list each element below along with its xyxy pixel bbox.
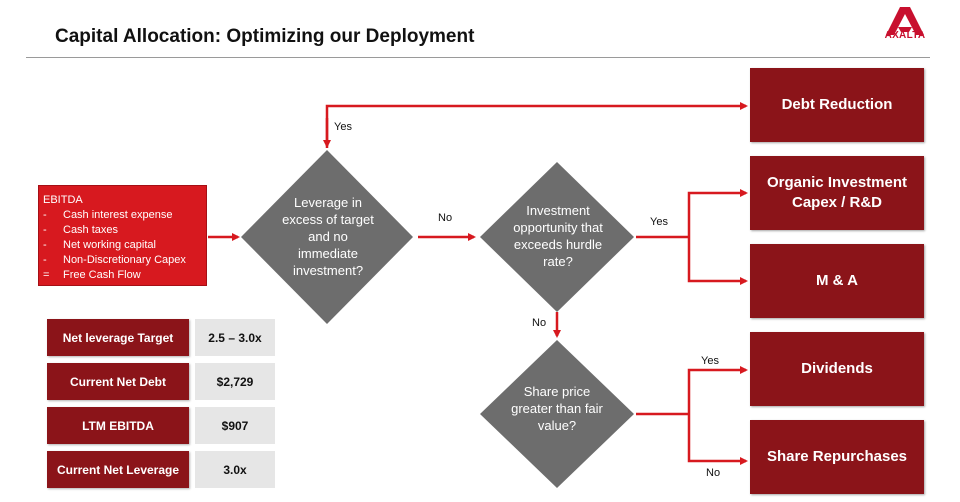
metric-value: $907: [195, 407, 275, 444]
share-no-label: No: [706, 467, 721, 479]
arrow-to-repurchases: [687, 414, 748, 465]
connector-yes-to-debt: [325, 102, 748, 148]
debt-reduction-box: Debt Reduction: [750, 68, 924, 142]
metric-label: Net leverage Target: [47, 319, 189, 356]
metric-value: $2,729: [195, 363, 275, 400]
metric-value: 3.0x: [195, 451, 275, 488]
ebitda-item: -Net working capital: [43, 239, 156, 251]
arrow-to-organic: [687, 189, 748, 237]
ebitda-item: -Cash interest expense: [43, 209, 173, 221]
metric-row: Net leverage Target 2.5 – 3.0x: [47, 319, 275, 356]
axalta-logo-icon: [886, 7, 924, 35]
ebitda-item: =Free Cash Flow: [43, 269, 141, 281]
metric-value: 2.5 – 3.0x: [195, 319, 275, 356]
metric-label: LTM EBITDA: [47, 407, 189, 444]
share-price-question: Share price greater than fair value?: [511, 384, 603, 433]
ebitda-cash-flow-box: EBITDA -Cash interest expense -Cash taxe…: [38, 185, 207, 286]
investment-no-label: No: [532, 317, 547, 329]
leverage-no-label: No: [438, 212, 453, 224]
share-price-diamond: [480, 340, 634, 488]
arrow-to-dividends: [687, 366, 748, 414]
ebitda-item: -Cash taxes: [43, 224, 119, 236]
title-divider: [26, 57, 930, 58]
leverage-question: Leverage in excess of target and no imme…: [282, 195, 374, 278]
investment-question: Investment opportunity that exceeds hurd…: [513, 203, 603, 269]
metric-row: Current Net Leverage 3.0x: [47, 451, 275, 488]
investment-yes-label: Yes: [650, 216, 668, 228]
leverage-yes-label: Yes: [334, 121, 352, 133]
share-yes-label: Yes: [701, 355, 719, 367]
metric-label: Current Net Debt: [47, 363, 189, 400]
metric-row: Current Net Debt $2,729: [47, 363, 275, 400]
organic-investment-box: Organic Investment Capex / R&D: [750, 156, 924, 230]
ebitda-header: EBITDA: [43, 194, 83, 206]
share-repurchases-box: Share Repurchases: [750, 420, 924, 494]
ebitda-item: -Non-Discretionary Capex: [43, 254, 186, 266]
leverage-diamond: [241, 150, 413, 324]
metric-label: Current Net Leverage: [47, 451, 189, 488]
dividends-box: Dividends: [750, 332, 924, 406]
logo-text: AXALTA: [884, 30, 926, 41]
arrow-to-ma: [687, 237, 748, 285]
investment-diamond: [480, 162, 634, 312]
page-title: Capital Allocation: Optimizing our Deplo…: [55, 26, 475, 47]
ma-box: M & A: [750, 244, 924, 318]
metric-row: LTM EBITDA $907: [47, 407, 275, 444]
